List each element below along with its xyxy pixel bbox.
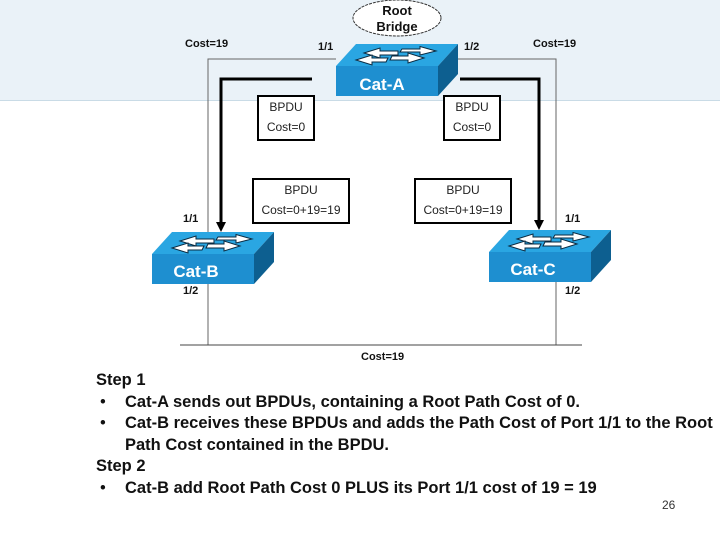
port-label-cat-a-1-2: 1/2	[464, 41, 480, 53]
bullet-icon: •	[100, 392, 106, 411]
switch-cat-b-label: Cat-B	[173, 262, 218, 281]
bpdu-cost: Cost=0+19=19	[261, 203, 341, 217]
page-number: 26	[662, 498, 676, 512]
switch-cat-c: Cat-C	[488, 229, 612, 283]
bullet-text: Cat-B receives these BPDUs and adds the …	[125, 414, 713, 454]
bpdu-box-to-c: BPDU Cost=0	[443, 95, 501, 141]
bpdu-arrow-to-c	[460, 77, 541, 222]
bpdu-title: BPDU	[284, 183, 318, 197]
step-1-title: Step 1	[96, 371, 146, 389]
bpdu-cost: Cost=0+19=19	[423, 203, 503, 217]
bpdu-arrow-to-b	[219, 77, 312, 224]
link-lines	[180, 58, 582, 346]
bullet-icon: •	[100, 478, 106, 497]
cost-label-a-c: Cost=19	[533, 38, 577, 50]
switch-cat-b: Cat-B	[151, 231, 275, 285]
arrowhead-to-c	[534, 220, 544, 230]
cost-label-a-b: Cost=19	[185, 38, 229, 50]
port-label-cat-c-1-2: 1/2	[565, 285, 581, 297]
step-2-bullet: • Cat-B add Root Path Cost 0 PLUS its Po…	[96, 478, 716, 500]
port-label-cat-b-1-1: 1/1	[183, 213, 199, 225]
step-2-title: Step 2	[96, 457, 146, 475]
step-1-bullet: • Cat-A sends out BPDUs, containing a Ro…	[96, 392, 716, 414]
bpdu-cost: Cost=0	[266, 120, 306, 134]
step-1-bullet: • Cat-B receives these BPDUs and adds th…	[96, 413, 716, 456]
bullet-icon: •	[100, 414, 106, 432]
port-label-cat-b-1-2: 1/2	[183, 285, 199, 297]
bpdu-title: BPDU	[455, 100, 489, 114]
bpdu-flow-arrows	[219, 77, 541, 224]
port-label-cat-a-1-1: 1/1	[318, 41, 334, 53]
cost-label-b-c: Cost=19	[361, 351, 405, 363]
root-bridge-label-line1: Root	[382, 3, 412, 18]
arrowhead-to-b	[216, 222, 226, 232]
bpdu-cost: Cost=0	[452, 120, 492, 134]
root-bridge-ellipse	[352, 0, 442, 37]
bullet-text: Cat-A sends out BPDUs, containing a Root…	[125, 392, 580, 411]
bpdu-title: BPDU	[269, 100, 303, 114]
port-label-cat-c-1-1: 1/1	[565, 213, 581, 225]
bpdu-box-to-b: BPDU Cost=0	[257, 95, 315, 141]
switch-cat-c-label: Cat-C	[510, 260, 555, 279]
bpdu-title: BPDU	[446, 183, 480, 197]
bpdu-box-at-b: BPDU Cost=0+19=19	[252, 178, 350, 224]
root-bridge-label-line2: Bridge	[376, 19, 417, 34]
switch-cat-a-label: Cat-A	[359, 75, 404, 94]
bpdu-box-at-c: BPDU Cost=0+19=19	[414, 178, 512, 224]
switch-cat-a: Cat-A	[335, 43, 459, 97]
step-notes: Step 1 • Cat-A sends out BPDUs, containi…	[96, 370, 716, 499]
bullet-text: Cat-B add Root Path Cost 0 PLUS its Port…	[125, 478, 597, 497]
